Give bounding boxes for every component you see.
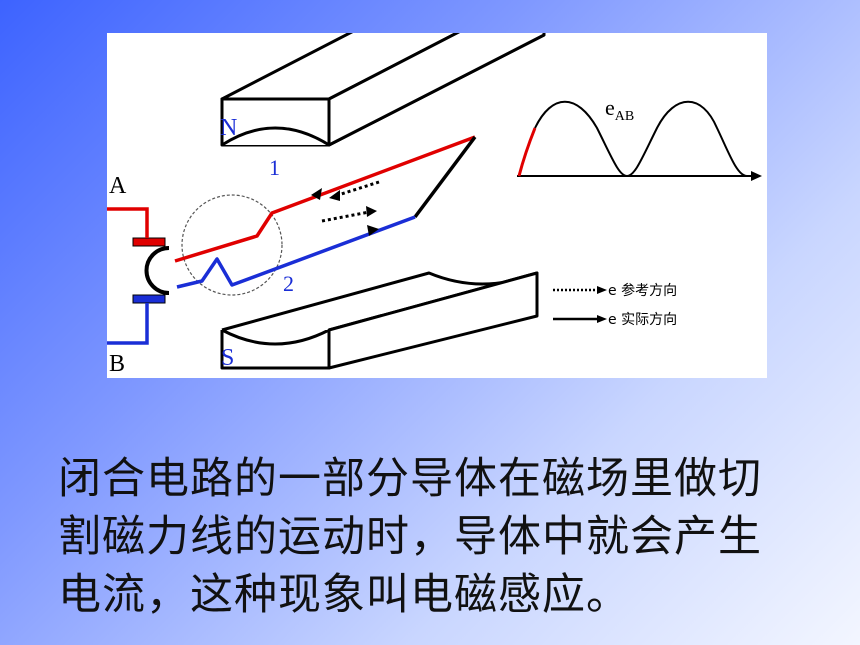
label-s: S bbox=[221, 345, 234, 371]
caption-text: 闭合电路的一部分导体在磁场里做切 割磁力线的运动时，导体中就会产生 电流，这种现… bbox=[58, 450, 838, 624]
label-a: A bbox=[109, 173, 127, 199]
label-2: 2 bbox=[283, 271, 294, 296]
wire-diagonal bbox=[413, 135, 477, 219]
wave-graph bbox=[517, 100, 762, 181]
south-magnet bbox=[220, 271, 539, 370]
brush-b bbox=[132, 294, 166, 304]
generator-figure: N S A B 1 2 eAB e 参考方向 e 实际方向 bbox=[107, 33, 767, 378]
svg-text:eAB: eAB bbox=[605, 95, 634, 124]
arrow-red bbox=[311, 188, 322, 200]
caption-line-3: 电流，这种现象叫电磁感应。 bbox=[58, 570, 630, 620]
label-n: N bbox=[220, 115, 237, 141]
rotation-circle bbox=[181, 194, 283, 296]
wire-blue bbox=[176, 215, 416, 289]
legend-actual: e 实际方向 bbox=[608, 312, 677, 328]
commutator bbox=[107, 207, 170, 345]
legend-reference: e 参考方向 bbox=[608, 282, 677, 299]
wave-subscript: AB bbox=[615, 109, 634, 124]
generator-diagram: N S A B 1 2 eAB e 参考方向 e 实际方向 bbox=[107, 33, 762, 377]
legend: e 参考方向 e 实际方向 bbox=[553, 282, 677, 328]
wire-loop bbox=[174, 135, 477, 289]
label-b: B bbox=[109, 351, 125, 377]
brush-a bbox=[132, 237, 166, 247]
wire-red bbox=[174, 135, 476, 263]
dotted-arrows bbox=[321, 180, 380, 223]
label-1: 1 bbox=[269, 155, 280, 180]
caption-line-1: 闭合电路的一部分导体在磁场里做切 bbox=[58, 454, 762, 504]
arrow-blue bbox=[367, 225, 379, 236]
wave-title: e bbox=[605, 95, 615, 120]
caption-line-2: 割磁力线的运动时，导体中就会产生 bbox=[58, 512, 762, 562]
north-magnet bbox=[220, 33, 546, 147]
